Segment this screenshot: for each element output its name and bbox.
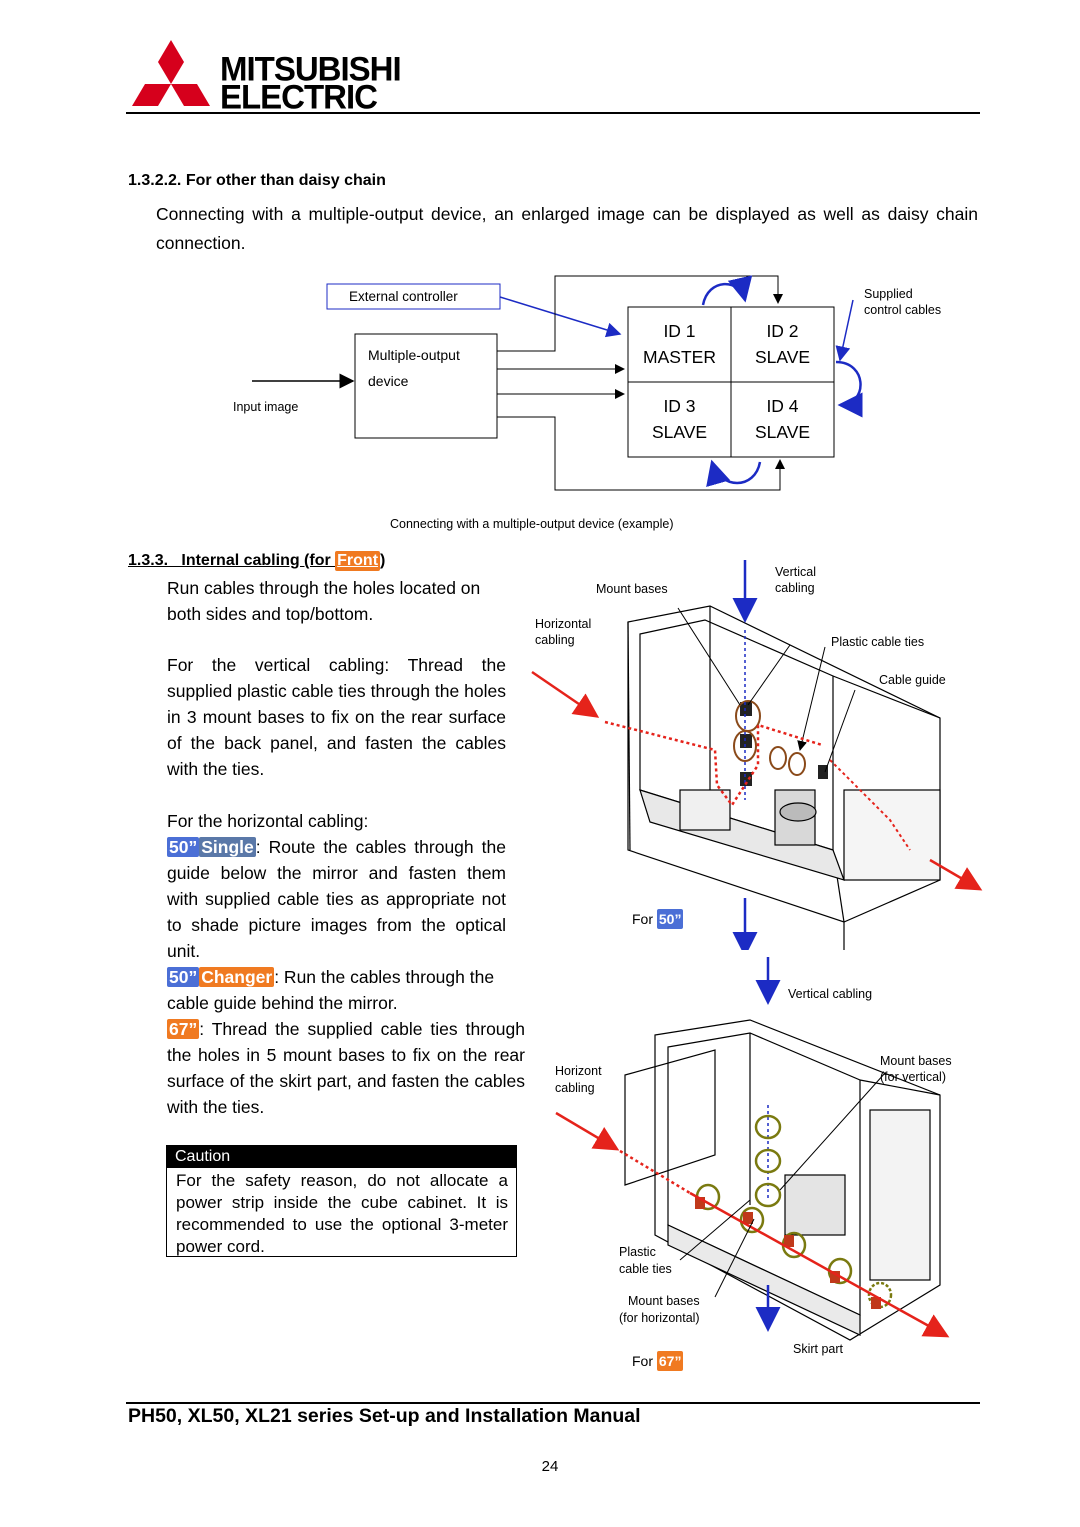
horizontal-cabling-title: For the horizontal cabling: (167, 811, 369, 831)
id-cell-1-role: MASTER (643, 347, 716, 367)
plastic-ties-label-50: Plastic cable ties (831, 635, 925, 649)
section-heading-1322: 1.3.2.2. For other than daisy chain (128, 172, 386, 189)
heading-133-prefix: 1.3.3. Internal cabling (for (128, 552, 336, 569)
manual-title: PH50, XL50, XL21 series Set-up and Insta… (128, 1405, 641, 1427)
id-cell-1-id: ID 1 (663, 321, 696, 341)
caution-box: Caution For the safety reason, do not al… (166, 1145, 517, 1257)
size67-paragraph: 67”: Thread the supplied cable ties thro… (167, 1016, 525, 1120)
caution-text: For the safety reason, do not allocate a… (176, 1171, 508, 1256)
diagram-caption: Connecting with a multiple-output device… (390, 517, 674, 531)
for-67-tag: 67” (656, 1351, 684, 1371)
horizontal-cabling-label-67-2: cabling (555, 1081, 595, 1095)
footer-rule (126, 1402, 980, 1404)
id-cell-2: ID 2 SLAVE (731, 318, 834, 370)
logo-line-2: ELECTRIC (220, 77, 378, 116)
heading-133-suffix: ) (380, 552, 386, 569)
intro-paragraph: Run cables through the holes located on … (167, 578, 481, 624)
id-cell-1: ID 1 MASTER (628, 318, 731, 370)
id-cell-3-role: SLAVE (651, 422, 708, 442)
single-size-tag: 50” (167, 837, 200, 857)
id-cell-2-role: SLAVE (754, 347, 811, 367)
connection-diagram (252, 275, 863, 491)
id-cell-4-role: SLAVE (754, 422, 811, 442)
changer-type-tag: Changer (199, 967, 275, 987)
vertical-cabling-label-67: Vertical cabling (788, 987, 873, 1001)
input-image-label: Input image (233, 400, 299, 414)
three-diamonds-logo-mark (132, 40, 210, 106)
plastic-ties-label-67-2: cable ties (619, 1262, 672, 1276)
mount-bases-horizontal-label-1: Mount bases (628, 1294, 700, 1308)
vertical-cabling-paragraph: For the vertical cabling: Thread the sup… (167, 655, 506, 779)
for-67-text: For (632, 1353, 653, 1369)
size67-text: : Thread the supplied cable ties through… (167, 1019, 525, 1117)
changer-text: : Run the cables through the cable guide… (167, 967, 495, 1013)
changer-paragraph: 50”Changer: Run the cables through the c… (167, 964, 512, 1016)
section-heading-133: 1.3.3. Internal cabling (for Front) (128, 551, 385, 571)
single-text: : Route the cables through the guide bel… (167, 837, 506, 961)
plastic-ties-label-67-1: Plastic (619, 1245, 656, 1259)
id-cell-3: ID 3 SLAVE (628, 393, 731, 445)
for-50-label: For 50” (632, 909, 684, 929)
mount-bases-vertical-label-2: (for vertical) (880, 1070, 946, 1084)
front-tag: Front (335, 551, 381, 571)
single-type-tag: Single (199, 837, 256, 857)
size67-tag: 67” (167, 1019, 200, 1039)
changer-size-tag: 50” (167, 967, 200, 987)
vertical-cabling-label-50-1: Vertical (775, 565, 816, 579)
cabinet-67-illustration (555, 957, 950, 1341)
for-50-tag: 50” (656, 909, 684, 929)
for-50-text: For (632, 911, 653, 927)
id-cell-2-id: ID 2 (766, 321, 799, 341)
cable-guide-label-50: Cable guide (879, 673, 946, 687)
horizontal-cabling-label-50-2: cabling (535, 633, 575, 647)
page-number: 24 (541, 1458, 559, 1475)
id-cell-4: ID 4 SLAVE (731, 393, 834, 445)
vertical-cabling-label-50-2: cabling (775, 581, 815, 595)
mount-bases-label-50: Mount bases (596, 582, 668, 596)
for-67-label: For 67” (632, 1351, 684, 1371)
logo-line-1: MITSUBISHI (220, 49, 402, 88)
mount-bases-horizontal-label-2: (for horizontal) (619, 1311, 700, 1325)
single-paragraph: 50”Single: Route the cables through the … (167, 834, 506, 964)
supplied-cables-label-1: Supplied (864, 287, 913, 301)
caution-title: Caution (167, 1146, 516, 1168)
horizontal-cabling-label-67-1: Horizont (555, 1064, 602, 1078)
multiple-output-label-2: device (368, 373, 409, 389)
horizontal-cabling-label-50-1: Horizontal (535, 617, 592, 631)
supplied-cables-label-2: control cables (864, 303, 942, 317)
company-logo: MITSUBISHI ELECTRIC (126, 40, 402, 116)
id-cell-4-id: ID 4 (766, 396, 799, 416)
external-controller-label: External controller (349, 289, 458, 304)
skirt-part-label: Skirt part (793, 1342, 844, 1356)
multiple-output-label-1: Multiple-output (368, 347, 460, 363)
section-1322-paragraph: Connecting with a multiple-output device… (156, 204, 978, 253)
id-cell-3-id: ID 3 (663, 396, 696, 416)
mount-bases-vertical-label-1: Mount bases (880, 1054, 952, 1068)
header-rule (126, 112, 980, 114)
cabinet-50-illustration (531, 560, 983, 950)
